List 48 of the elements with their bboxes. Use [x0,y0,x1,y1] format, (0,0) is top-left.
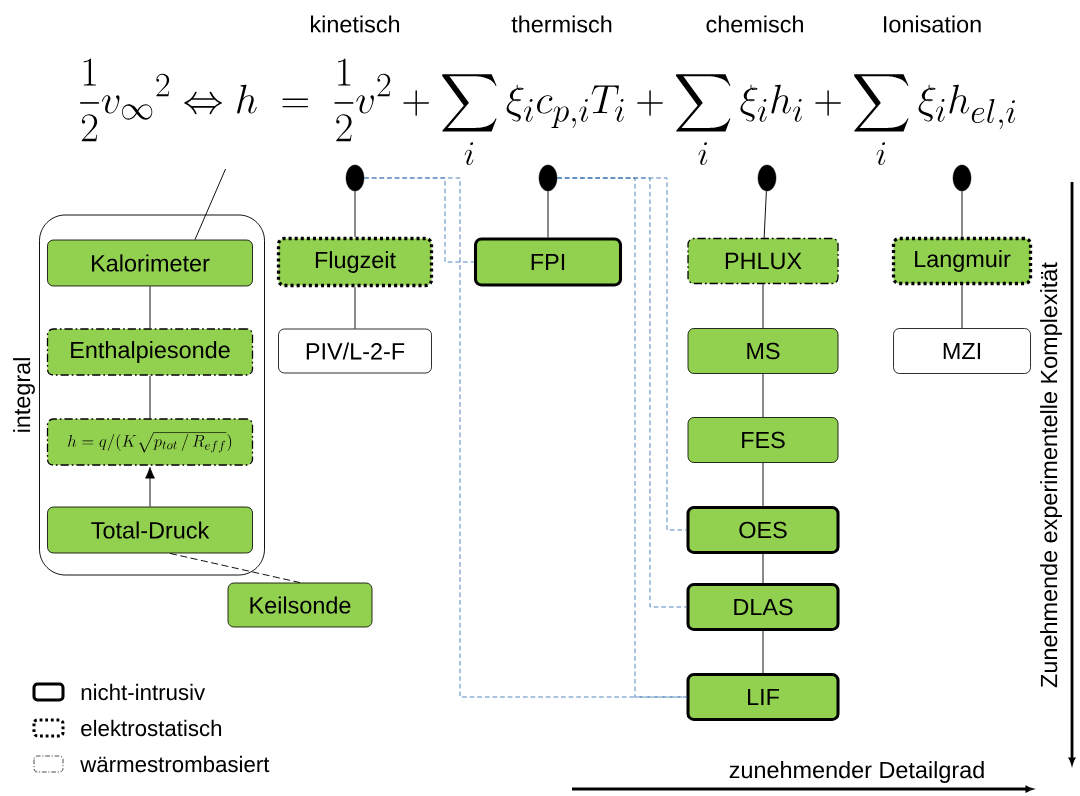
connector [763,190,767,239]
pin-dot [952,164,972,192]
connector [149,285,151,329]
node-label: integral [13,358,35,432]
process-box: Kalorimeter [47,239,253,287]
process-box: OES [686,506,840,555]
process-box: Total-Druck [47,506,253,554]
process-box: DLAS [686,583,840,632]
connector [762,553,764,584]
heading-label: thermisch [511,15,612,33]
process-box: PIV/L-2-F [278,328,432,374]
pin-dot [345,164,365,192]
equation: $\frac{1}{2}{v_{\infty}}^{2}\Leftrightarrow h \;=\; \frac{1}{2}v^{2} + \sum_{i}\xi_{i} c_{p,i} T_{i} + \sum_{i}\xi_{i} h_{i} + \sum_{i}\xi_{i} h_{el,i}$ [80,58,1016,166]
legend-label: elektrostatisch [81,719,222,737]
connector [762,283,764,329]
heading-label: kinetisch [311,15,400,33]
connector [961,190,963,238]
connector [762,462,764,507]
connector [547,190,549,238]
process-box: Langmuir [891,236,1033,286]
process-box: Enthalpiesonde [46,328,254,376]
process-box: Flugzeit [276,236,434,288]
connector [354,286,356,330]
legend-label: nicht-intrusiv [81,683,206,701]
connector [762,373,764,418]
legend-label: wärmestrombasiert [80,755,270,773]
connector [149,375,151,419]
pin-dot [538,164,558,192]
process-box: LIF [686,673,840,722]
process-box: $h = q/(K\sqrt{p_{tot}\,/\,R_{eff}})$ [46,418,254,466]
process-box: MS [687,328,839,374]
process-box: FPI [474,237,623,287]
connector [194,168,226,241]
pin-dot [757,164,777,192]
connector [961,284,963,329]
process-box: MZI [893,328,1031,374]
process-box: PHLUX [687,237,839,285]
connector [363,177,687,698]
connector [762,630,764,674]
connector [354,190,356,238]
axis-label: Zunehmende experimentelle Komplexität [1040,262,1062,688]
process-box: Keilsonde [227,582,373,628]
heading-label: Ionisation [884,15,981,33]
heading-label: chemisch [706,15,803,33]
connector [169,552,301,584]
connector [145,466,155,508]
axis-label: zunehmender Detailgrad [729,761,984,783]
process-box: FES [687,417,839,463]
